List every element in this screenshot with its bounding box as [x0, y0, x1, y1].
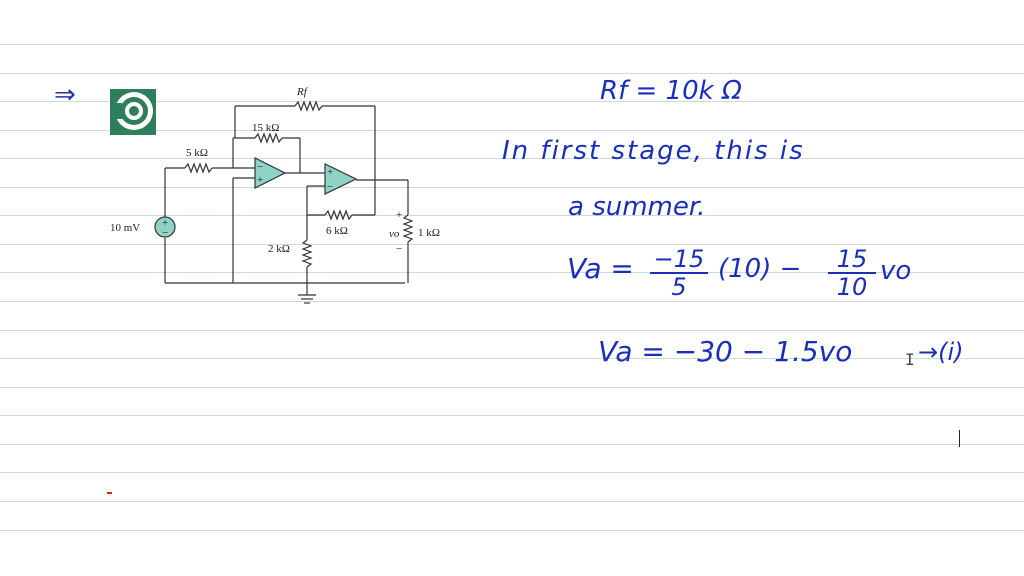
label-6k: 6 kΩ [326, 225, 348, 237]
ruled-line [0, 387, 1024, 388]
label-5k: 5 kΩ [186, 147, 208, 159]
label-rf: Rf [296, 86, 309, 98]
eq1-frac2-den: 10 [836, 273, 868, 301]
ruled-line [0, 73, 1024, 74]
label-minus: − [396, 243, 402, 255]
ruled-line [0, 330, 1024, 331]
opamp1-plus: + [257, 174, 263, 186]
label-15k: 15 kΩ [252, 122, 279, 134]
ruled-line [0, 130, 1024, 131]
opamp2-minus: − [327, 181, 333, 193]
eq1-lhs: Va = [567, 252, 634, 285]
eq1-fraction-1: −15 5 [650, 246, 708, 300]
circuit-diagram: Rf 15 kΩ 5 kΩ 10 mV 6 kΩ 2 kΩ 1 kΩ vo + … [110, 86, 440, 304]
ruled-line [0, 215, 1024, 216]
label-source: 10 mV [110, 222, 140, 234]
note-rf-value: Rf = 10k Ω [600, 76, 742, 106]
ruled-line [0, 501, 1024, 502]
voltage-source [154, 216, 176, 238]
ruled-line [0, 472, 1024, 473]
text-cursor-icon: I [905, 350, 915, 369]
opamp1-minus: − [257, 161, 263, 173]
eq1-mid: (10) − [718, 254, 802, 284]
ruled-line [0, 358, 1024, 359]
eq1-tail: vo [880, 256, 912, 286]
eq2-text: Va = −30 − 1.5vo [598, 335, 853, 368]
ruled-line [0, 444, 1024, 445]
ruled-line [0, 158, 1024, 159]
ruled-line [0, 101, 1024, 102]
app-logo-icon [110, 89, 156, 135]
label-plus: + [396, 209, 402, 221]
ruled-line [0, 187, 1024, 188]
opamp2-plus: + [327, 166, 333, 178]
ruled-line [0, 530, 1024, 531]
note-first-stage: In first stage, this is [502, 136, 805, 166]
eq1-frac2-num: 15 [828, 246, 876, 274]
eq2-tag: →(i) [918, 338, 964, 366]
note-summer: a summer. [568, 192, 706, 222]
ruled-line [0, 244, 1024, 245]
eq1-frac1-den: 5 [671, 273, 687, 301]
label-vo: vo [389, 228, 400, 240]
source-plus: + [162, 217, 168, 229]
label-1k: 1 kΩ [418, 227, 440, 239]
source-minus: − [162, 227, 168, 239]
ruled-line [0, 44, 1024, 45]
ruled-line [0, 272, 1024, 273]
eq1-frac1-num: −15 [650, 246, 708, 274]
ruled-line [0, 301, 1024, 302]
arrow-marker: ⇒ [54, 80, 76, 110]
ruled-line [0, 415, 1024, 416]
text-caret [959, 430, 960, 447]
label-2k: 2 kΩ [268, 243, 290, 255]
red-mark [107, 492, 112, 494]
eq1-fraction-2: 15 10 [828, 246, 876, 300]
